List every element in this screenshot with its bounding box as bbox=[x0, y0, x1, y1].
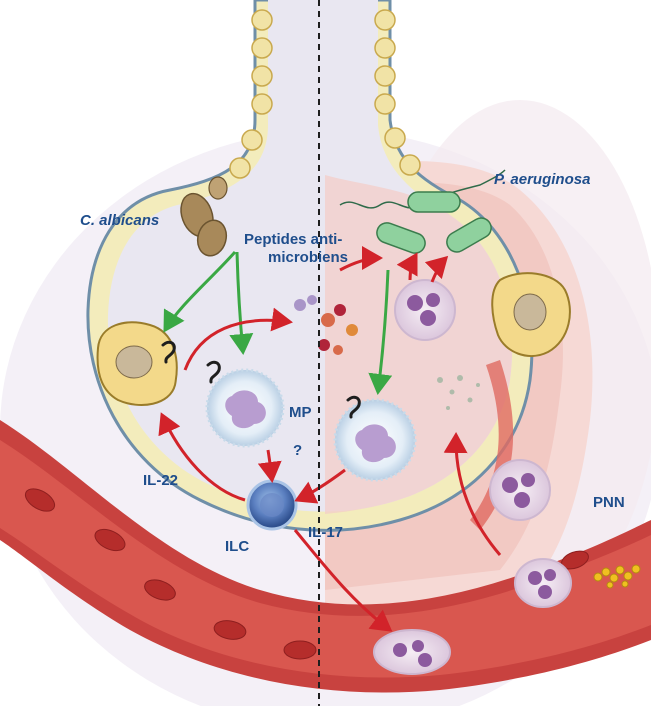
macrophage-right bbox=[335, 400, 415, 480]
label-p-aeruginosa: P. aeruginosa bbox=[494, 171, 590, 188]
label-il22: IL-22 bbox=[143, 472, 178, 489]
neutrophil-tissue bbox=[490, 460, 550, 520]
label-question: ? bbox=[293, 442, 302, 459]
label-pnn: PNN bbox=[593, 494, 625, 511]
label-ilc: ILC bbox=[225, 538, 249, 555]
label-c-albicans: C. albicans bbox=[80, 212, 159, 229]
ilc-cell bbox=[248, 481, 296, 529]
epithelial-cell-left bbox=[98, 322, 177, 405]
neutrophil-lumen bbox=[395, 280, 455, 340]
macrophage-left bbox=[207, 370, 283, 446]
label-mp: MP bbox=[289, 404, 312, 421]
label-il17: IL-17 bbox=[308, 524, 343, 541]
epithelial-cell-right bbox=[492, 273, 570, 356]
label-peptides-line1: Peptides anti- bbox=[244, 231, 342, 248]
label-peptides-line2: microbiens bbox=[268, 249, 348, 266]
